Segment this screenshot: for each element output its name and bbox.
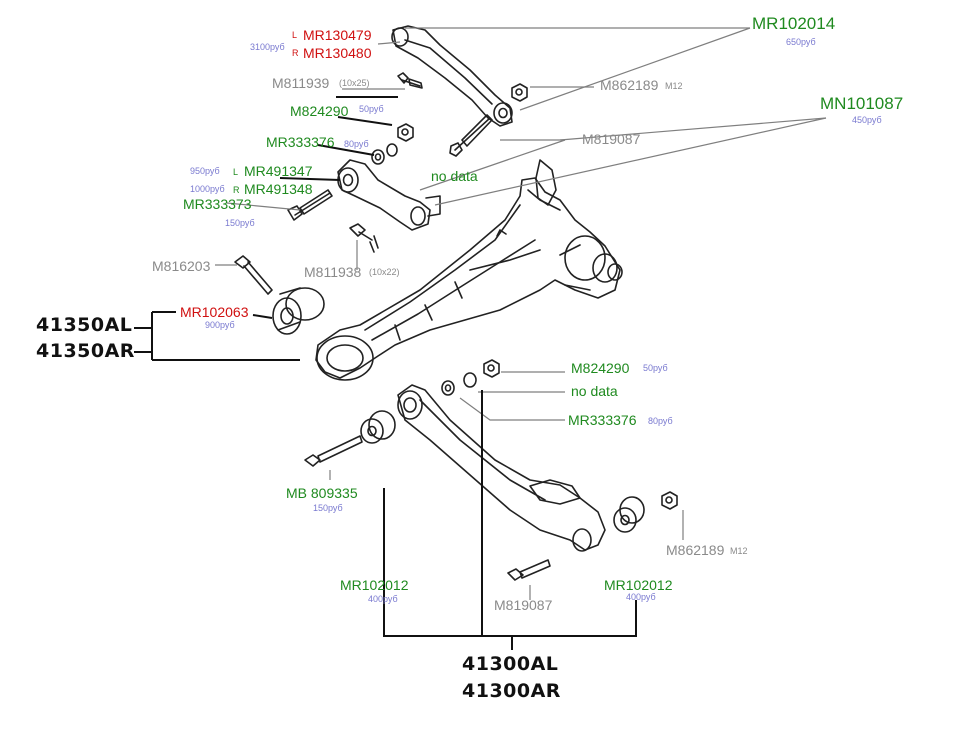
part-mr333373-code: MR333373 bbox=[183, 196, 252, 212]
part-mr102014-price: 650руб bbox=[786, 37, 816, 47]
part-mb809335-price: 150руб bbox=[313, 503, 343, 513]
part-m811938-spec: (10x22) bbox=[369, 267, 400, 277]
nut-m862189-bottom bbox=[661, 491, 678, 510]
part-mr333376-bottom-price: 80руб bbox=[648, 416, 673, 426]
part-m819087-bottom-code: M819087 bbox=[494, 597, 553, 613]
part-m862189-bottom-code: M862189 bbox=[666, 542, 725, 558]
part-mr333376-top-price: 80руб bbox=[344, 139, 369, 149]
part-mr102063-price: 900руб bbox=[205, 320, 235, 330]
part-m862189-top-spec: M12 bbox=[665, 81, 683, 91]
lower-arm-41300 bbox=[397, 384, 606, 552]
part-m824290-bottom-code: M824290 bbox=[571, 360, 630, 376]
assembly-41350al: 41350AL bbox=[36, 314, 133, 336]
assembly-brackets bbox=[134, 311, 637, 650]
part-mr102012-left-code: MR102012 bbox=[340, 577, 409, 593]
part-m819087-top-code: M819087 bbox=[582, 131, 641, 147]
part-mr333376-top-code: MR333376 bbox=[266, 134, 335, 150]
part-m824290-top-code: M824290 bbox=[290, 103, 349, 119]
part-mr491348-price: 1000руб bbox=[190, 184, 225, 194]
part-mr102063-code: MR102063 bbox=[180, 304, 249, 320]
bushing-mr102012-right bbox=[613, 496, 645, 533]
bolt-m811939 bbox=[397, 72, 423, 89]
part-mn101087-code: MN101087 bbox=[820, 94, 904, 113]
nut-m862189-top bbox=[511, 83, 528, 102]
bolt-m819087-top bbox=[449, 114, 493, 157]
part-mr130479-price: 3100руб bbox=[250, 42, 285, 52]
part-m824290-bottom-price: 50руб bbox=[643, 363, 668, 373]
part-mr130480-code: MR130480 bbox=[303, 45, 372, 61]
part-mr102012-right-code: MR102012 bbox=[604, 577, 673, 593]
assembly-41350ar: 41350AR bbox=[36, 340, 135, 362]
assembly-41300al: 41300AL bbox=[462, 653, 559, 675]
part-mr102012-left-price: 400руб bbox=[368, 594, 398, 604]
part-mr491347-code: MR491347 bbox=[244, 163, 313, 179]
part-m811939-spec: (10x25) bbox=[339, 78, 370, 88]
bolt-m811938 bbox=[349, 223, 379, 253]
part-m811939-code: M811939 bbox=[272, 75, 330, 91]
trailing-arm-41350 bbox=[315, 159, 623, 381]
nut-m824290-bottom bbox=[483, 359, 500, 378]
bushing-mr102012-left bbox=[360, 410, 396, 444]
upper-lateral-arm bbox=[391, 25, 513, 127]
bushing-mr102063 bbox=[272, 287, 325, 335]
black-leaders bbox=[252, 96, 398, 319]
leader-lines bbox=[215, 27, 827, 600]
part-m811938-code: M811938 bbox=[304, 264, 362, 280]
nut-m824290-top bbox=[397, 123, 414, 142]
part-mr102014-code: MR102014 bbox=[752, 14, 836, 33]
bolt-m816203 bbox=[234, 255, 273, 295]
part-mr130479-code: MR130479 bbox=[303, 27, 372, 43]
washer-bottom bbox=[441, 372, 477, 396]
part-m824290-top-price: 50руб bbox=[359, 104, 384, 114]
part-mn101087-price: 450руб bbox=[852, 115, 882, 125]
no-data-top: no data bbox=[431, 168, 478, 184]
part-mr333373-price: 150руб bbox=[225, 218, 255, 228]
washer-mr333376-top bbox=[371, 143, 398, 165]
assembly-41300ar: 41300AR bbox=[462, 680, 561, 702]
part-m862189-top-code: M862189 bbox=[600, 77, 659, 93]
bolt-mr333373 bbox=[287, 189, 333, 221]
no-data-bottom: no data bbox=[571, 383, 618, 399]
bolt-m819087-bottom bbox=[507, 559, 551, 581]
part-mr333376-bottom-code: MR333376 bbox=[568, 412, 637, 428]
part-mr491348-code: MR491348 bbox=[244, 181, 313, 197]
part-mr130479-side: L bbox=[292, 30, 298, 40]
part-mr130480-side: R bbox=[292, 48, 299, 58]
bolt-mb809335 bbox=[304, 435, 363, 467]
part-mr491347-side: L bbox=[233, 167, 239, 177]
toe-control-link bbox=[337, 159, 441, 231]
part-mb809335-code: MB 809335 bbox=[286, 485, 358, 501]
part-m862189-bottom-spec: M12 bbox=[730, 546, 748, 556]
part-mr491347-price: 950руб bbox=[190, 166, 220, 176]
part-mr491348-side: R bbox=[233, 185, 240, 195]
part-mr102012-right-price: 400руб bbox=[626, 592, 656, 602]
part-m816203-code: M816203 bbox=[152, 258, 211, 274]
